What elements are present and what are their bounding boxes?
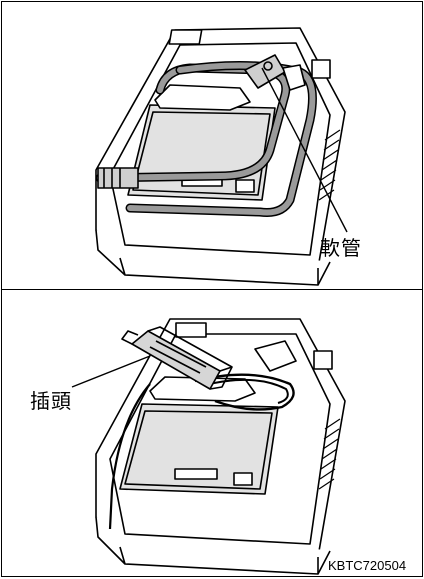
- figure-code: KBTC720504: [328, 558, 407, 573]
- plug-leader-line: [71, 355, 151, 388]
- panel-divider: [1, 289, 423, 290]
- power-cord: [194, 373, 295, 411]
- top-panel-illustration: [95, 27, 348, 286]
- plug-label: 插頭: [30, 389, 72, 413]
- bottom-panel-illustration: [71, 318, 346, 575]
- hose-leader-line: [261, 67, 348, 233]
- hose-label: 軟管: [320, 236, 362, 260]
